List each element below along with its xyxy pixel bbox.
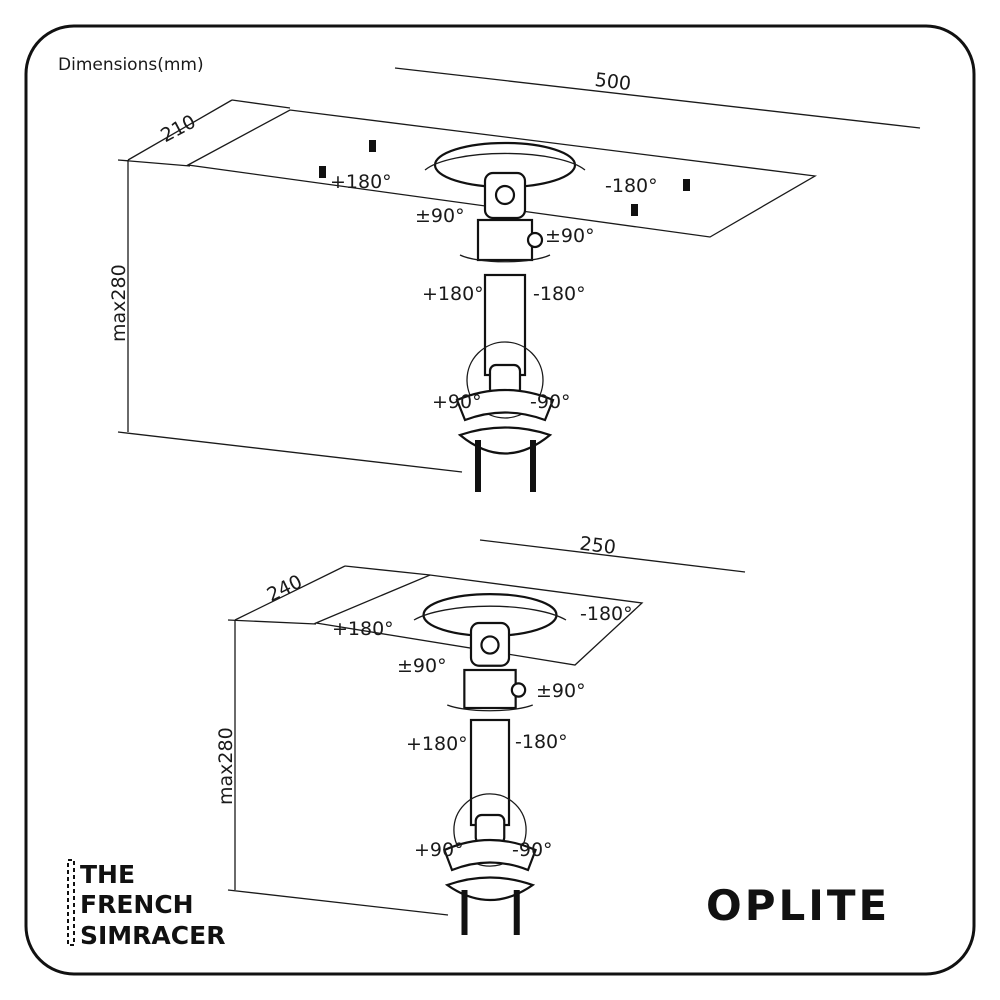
rotation-label: +180° <box>330 171 392 193</box>
logo-line: SIMRACER <box>80 921 225 950</box>
rotation-label: +180° <box>406 733 468 755</box>
pole <box>483 273 527 377</box>
frame-border <box>24 24 976 976</box>
mounting-hole <box>369 140 376 152</box>
oplite-logo: OPLITE <box>706 881 890 930</box>
rotation-label: ±90° <box>536 680 586 702</box>
top-plate <box>185 109 817 238</box>
clamp-bolt <box>475 440 481 492</box>
pipe-clamp-upper <box>455 388 555 422</box>
clamp-bolt <box>461 890 468 935</box>
pole <box>469 718 511 827</box>
extension-line <box>227 889 449 916</box>
swivel-clamp <box>463 668 517 710</box>
clamp-screw <box>526 231 544 249</box>
width-dimension-line <box>394 67 921 129</box>
clamp-rotation-arc <box>466 341 544 419</box>
rotation-label: -180° <box>605 175 658 197</box>
width-dimension-line <box>479 539 746 573</box>
extension-line <box>117 159 191 167</box>
clamp-rotation-arc <box>453 793 527 867</box>
width-label: 500 <box>594 69 633 95</box>
rotation-label: +180° <box>332 618 394 640</box>
rotation-label: -90° <box>512 839 553 861</box>
depth-label: 210 <box>157 111 199 147</box>
width-label: 250 <box>578 533 617 559</box>
depth-label: 240 <box>264 571 306 607</box>
rotation-label: ±90° <box>397 655 447 677</box>
tilt-knob <box>480 635 500 655</box>
mounting-hole <box>631 204 638 216</box>
pipe-clamp-lower <box>457 426 553 455</box>
pipe-clamp-upper <box>442 838 538 872</box>
rotation-arrow-icon <box>459 254 551 263</box>
depth-dimension-line <box>234 565 346 621</box>
extension-line <box>227 619 317 625</box>
rotation-arrow-icon <box>413 605 567 621</box>
dimensions-title: Dimensions(mm) <box>58 55 204 75</box>
height-label: max280 <box>215 727 237 805</box>
mounting-hole <box>683 179 690 191</box>
bottom-mount-drawing: 250 240 max280 +180° -180° ±90° ±90° +18… <box>215 533 746 935</box>
clamp-screw <box>510 682 527 698</box>
rotation-label: -180° <box>533 283 586 305</box>
rotation-label: ±90° <box>415 205 465 227</box>
rotation-arrow-icon <box>424 152 586 171</box>
extension-line <box>117 431 463 473</box>
checkered-flag-strip <box>67 859 75 946</box>
clamp-bolt <box>513 890 520 935</box>
rotation-label: ±90° <box>545 225 595 247</box>
rotation-label: -180° <box>580 603 633 625</box>
logo-line: FRENCH <box>80 890 194 919</box>
extension-line <box>344 565 431 576</box>
top-mount-drawing: 500 210 max280 +180° -180° ±90° ±90° +18… <box>108 67 921 492</box>
depth-dimension-line <box>127 99 233 161</box>
rotation-label: +90° <box>432 391 482 413</box>
the-french-simracer-logo: THE FRENCH SIMRACER <box>67 859 225 950</box>
tilt-knob <box>494 184 516 206</box>
rotation-label: -90° <box>530 391 571 413</box>
swivel-clamp <box>476 218 534 262</box>
mounting-hole <box>319 166 326 178</box>
rotation-label: -180° <box>515 731 568 753</box>
rotation-arrow-icon <box>447 704 533 712</box>
rotation-label: +180° <box>422 283 484 305</box>
extension-line <box>231 99 291 109</box>
rotation-label: +90° <box>414 839 464 861</box>
logo-line: THE <box>80 860 135 889</box>
clamp-bolt <box>530 440 536 492</box>
pipe-clamp-lower <box>444 876 536 902</box>
height-label: max280 <box>108 264 130 342</box>
